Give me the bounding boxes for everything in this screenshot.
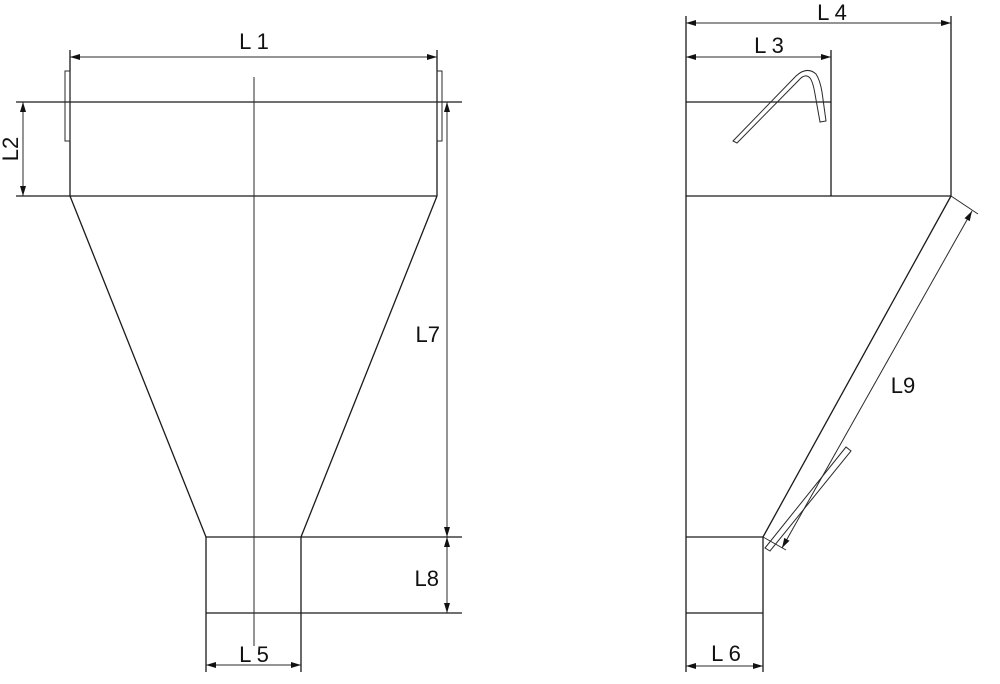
front-outlet — [205, 536, 462, 672]
dim-L7: L7 — [416, 102, 450, 537]
dim-L1: L 1 — [70, 29, 437, 60]
label-L8: L8 — [415, 566, 439, 591]
slide-gate-icon — [764, 446, 852, 552]
hook-handle-icon — [732, 70, 827, 144]
sloped-side — [762, 195, 952, 538]
label-L6: L 6 — [711, 641, 741, 666]
dim-L3: L 3 — [686, 33, 831, 60]
label-L5: L 5 — [239, 642, 269, 667]
label-L3: L 3 — [754, 33, 784, 58]
dim-L8: L8 — [415, 537, 450, 613]
label-L7: L7 — [416, 322, 440, 347]
side-outlet — [686, 536, 764, 672]
front-view: L 1 L2 L7 L8 L 5 — [0, 29, 462, 672]
label-L9: L9 — [891, 373, 915, 398]
label-L1: L 1 — [239, 29, 269, 54]
label-L2: L2 — [0, 137, 23, 161]
dim-L5: L 5 — [206, 642, 301, 668]
dim-L9: L9 — [762, 195, 979, 551]
dim-L6: L 6 — [686, 641, 763, 669]
left-flange — [64, 70, 71, 142]
dim-L4: L 4 — [686, 0, 951, 26]
label-L4: L 4 — [817, 0, 847, 25]
right-flange — [436, 70, 443, 142]
side-view: L9 L 4 L 3 L 6 — [685, 0, 979, 672]
dim-L2: L2 — [0, 102, 26, 196]
front-top-section — [16, 50, 462, 197]
front-tapered-section — [69, 195, 438, 538]
